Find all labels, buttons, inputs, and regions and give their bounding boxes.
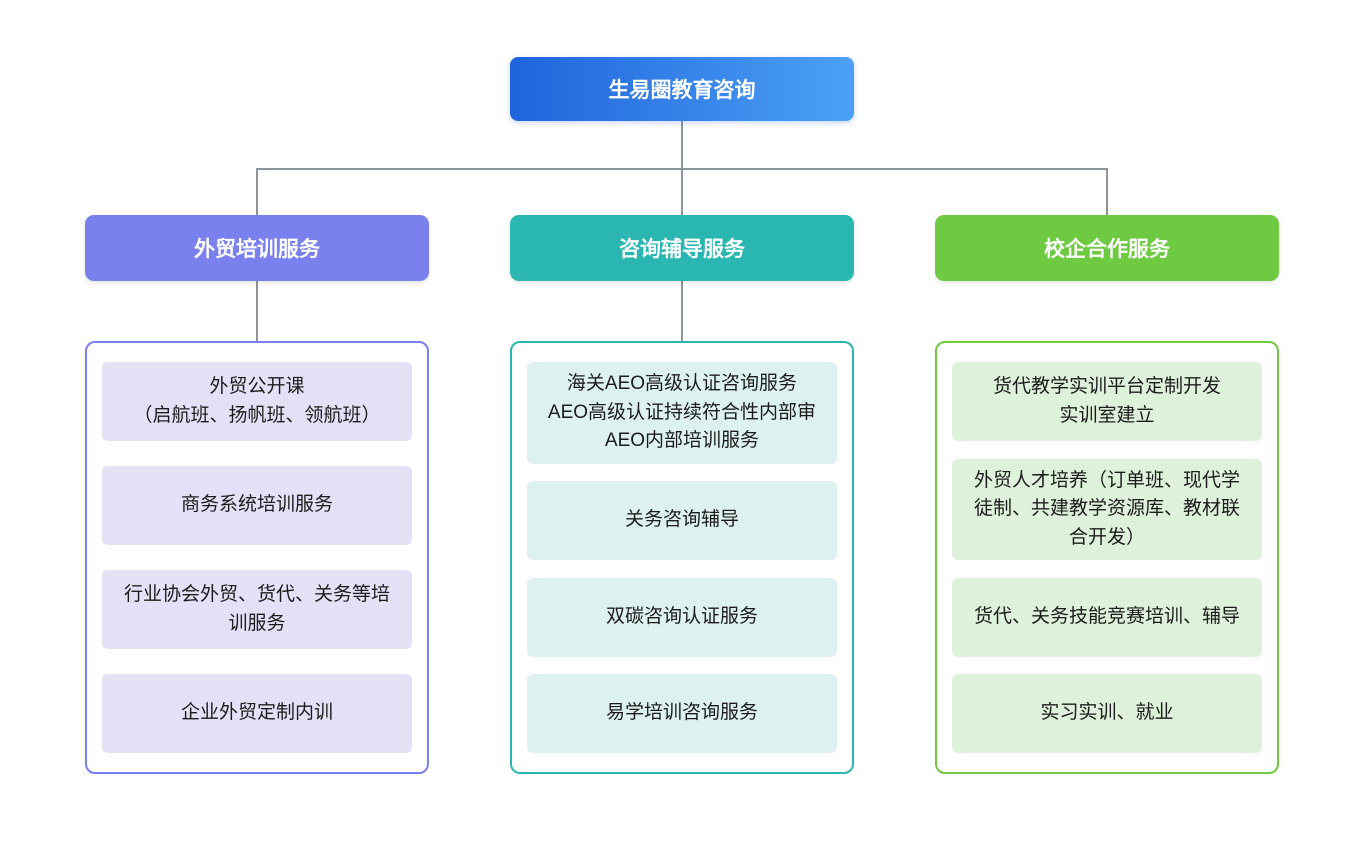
branch-header-school-enterprise: 校企合作服务: [935, 215, 1279, 281]
branch-container-school-enterprise: 货代教学实训平台定制开发 实训室建立 外贸人才培养（订单班、现代学徒制、共建教学…: [935, 341, 1279, 774]
connector-drop-right: [1106, 168, 1108, 215]
service-item: 货代教学实训平台定制开发 实训室建立: [952, 362, 1262, 441]
service-item: 海关AEO高级认证咨询服务 AEO高级认证持续符合性内部审 AEO内部培训服务: [527, 362, 837, 464]
connector-left-header-to-box: [256, 281, 258, 341]
root-node: 生易圈教育咨询: [510, 57, 854, 121]
service-item: 外贸公开课 （启航班、扬帆班、领航班）: [102, 362, 412, 441]
service-item: 易学培训咨询服务: [527, 674, 837, 753]
connector-middle-header-to-box: [681, 281, 683, 341]
service-item: 外贸人才培养（订单班、现代学徒制、共建教学资源库、教材联合开发）: [952, 458, 1262, 560]
connector-drop-middle: [681, 168, 683, 215]
service-item: 实习实训、就业: [952, 674, 1262, 753]
branch-container-consulting-coaching: 海关AEO高级认证咨询服务 AEO高级认证持续符合性内部审 AEO内部培训服务 …: [510, 341, 854, 774]
branch-header-label: 校企合作服务: [1044, 238, 1170, 261]
connector-drop-left: [256, 168, 258, 215]
branch-header-foreign-trade-training: 外贸培训服务: [85, 215, 429, 281]
service-item: 行业协会外贸、货代、关务等培训服务: [102, 570, 412, 649]
service-item: 关务咨询辅导: [527, 481, 837, 560]
service-item: 企业外贸定制内训: [102, 674, 412, 753]
branch-header-label: 外贸培训服务: [194, 238, 320, 261]
branch-header-consulting-coaching: 咨询辅导服务: [510, 215, 854, 281]
connector-root-vertical: [681, 121, 683, 169]
branch-header-label: 咨询辅导服务: [619, 238, 745, 261]
service-item: 双碳咨询认证服务: [527, 577, 837, 657]
branch-container-foreign-trade-training: 外贸公开课 （启航班、扬帆班、领航班） 商务系统培训服务 行业协会外贸、货代、关…: [85, 341, 429, 774]
root-node-label: 生易圈教育咨询: [608, 79, 756, 102]
service-item: 货代、关务技能竞赛培训、辅导: [952, 577, 1262, 657]
service-item: 商务系统培训服务: [102, 466, 412, 545]
